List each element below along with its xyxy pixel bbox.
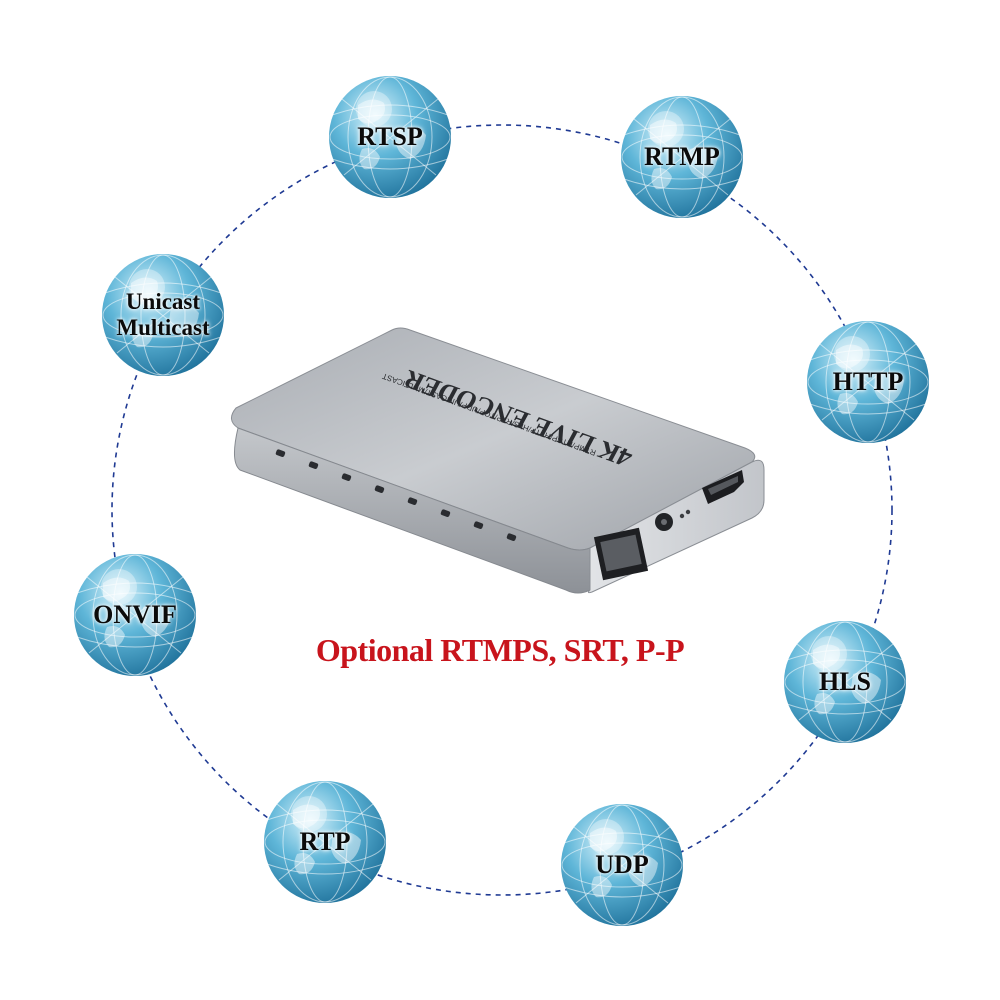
protocol-label: RTMP xyxy=(644,142,720,171)
protocol-label: RTSP xyxy=(357,122,423,151)
protocol-globe: HLS xyxy=(783,620,907,744)
protocol-label: Unicast Multicast xyxy=(116,289,210,340)
optional-protocols-caption: Optional RTMPS, SRT, P-P xyxy=(315,632,685,668)
hdmi-port-icon xyxy=(702,470,744,504)
protocol-label: UDP xyxy=(595,850,649,879)
protocol-globe: RTSP xyxy=(328,75,452,199)
protocol-label: HTTP xyxy=(832,367,904,396)
protocol-globe: HTTP xyxy=(806,320,930,444)
globe-icon xyxy=(329,76,451,198)
lan-port-icon xyxy=(593,527,649,581)
globe-icon xyxy=(102,254,224,376)
protocol-label: RTP xyxy=(299,827,351,856)
globe-icon xyxy=(807,321,929,443)
globe-icon xyxy=(784,621,906,743)
protocol-globe: Unicast Multicast xyxy=(101,253,225,377)
globe-icon xyxy=(561,804,683,926)
globe-icon xyxy=(74,554,196,676)
protocol-globe: RTMP xyxy=(620,95,744,219)
protocol-label: HLS xyxy=(818,667,872,696)
globe-icon xyxy=(621,96,743,218)
protocol-label: ONVIF xyxy=(93,600,177,629)
protocol-globe: UDP xyxy=(560,803,684,927)
protocol-globe: RTP xyxy=(263,780,387,904)
protocol-globe: ONVIF xyxy=(73,553,197,677)
globe-icon xyxy=(264,781,386,903)
